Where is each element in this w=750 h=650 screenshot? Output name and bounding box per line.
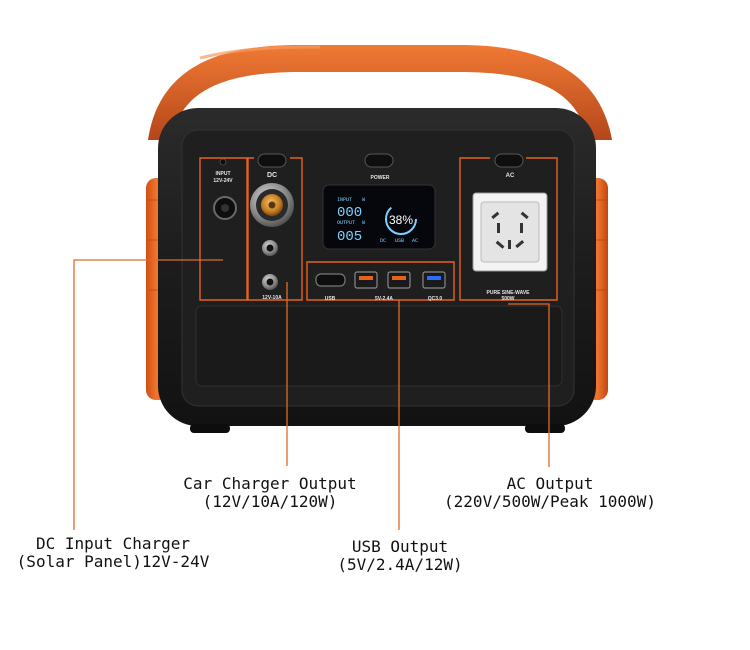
display-output-label: OUTPUT (337, 220, 355, 226)
callout-dc-input-title: DC Input Charger (35, 534, 191, 553)
dc-input-port-icon (213, 196, 237, 220)
callout-usb-output-spec: (5V/2.4A/12W) (337, 555, 463, 574)
handle-icon (148, 45, 612, 140)
callout-usb-output-title: USB Output (351, 537, 449, 556)
ac-button[interactable] (494, 153, 524, 168)
callout-dc-input-spec: (Solar Panel)12V-24V (16, 552, 210, 571)
usb-label: USB (325, 296, 336, 302)
callout-car-charger-spec: (12V/10A/120W) (202, 492, 338, 511)
ac-button-label: AC (506, 173, 515, 179)
dc-button[interactable] (257, 153, 287, 168)
display-dc-indicator: DC (380, 238, 386, 244)
usb-a-port-icon[interactable] (315, 271, 411, 289)
callout-dc-input: DC Input Charger (Solar Panel)12V-24V (0, 535, 226, 571)
car-charger-socket-icon[interactable] (250, 183, 294, 227)
callout-leader-lines (73, 259, 550, 530)
callout-ac-output-title: AC Output (506, 474, 594, 493)
dc-button-label: DC (267, 172, 277, 179)
callout-car-charger-title: Car Charger Output (183, 474, 357, 493)
display-battery: 38% (389, 213, 413, 227)
qc-label: QC3.0 (428, 296, 443, 302)
power-button-label: POWER (371, 175, 390, 181)
callout-ac-output-spec: (220V/500W/Peak 1000W) (444, 492, 656, 511)
usb-rating-label: 5V-2.4A (375, 296, 393, 302)
callout-ac-output: AC Output (220V/500W/Peak 1000W) (405, 475, 695, 511)
callout-car-charger: Car Charger Output (12V/10A/120W) (150, 475, 390, 511)
dc-5521-port-icon[interactable] (262, 240, 278, 290)
display-input-value: 000 (337, 205, 362, 221)
display-ac-indicator: AC (412, 238, 418, 244)
dc-rating-label: 12V-10A (262, 295, 282, 301)
display-input-label: INPUT (337, 197, 352, 203)
callout-usb-output: USB Output (5V/2.4A/12W) (300, 538, 500, 574)
power-button[interactable] (364, 153, 394, 168)
usb-qc3-port-icon[interactable] (422, 271, 446, 289)
ac-outlet-icon[interactable] (472, 192, 548, 272)
display-output-value: 005 (337, 229, 362, 245)
led-display-icon: INPUT W 000 OUTPUT W 005 DC USB AC 38% (322, 184, 436, 250)
display-output-unit: W (362, 220, 365, 226)
display-input-unit: W (362, 197, 365, 203)
display-usb-indicator: USB (395, 238, 404, 244)
